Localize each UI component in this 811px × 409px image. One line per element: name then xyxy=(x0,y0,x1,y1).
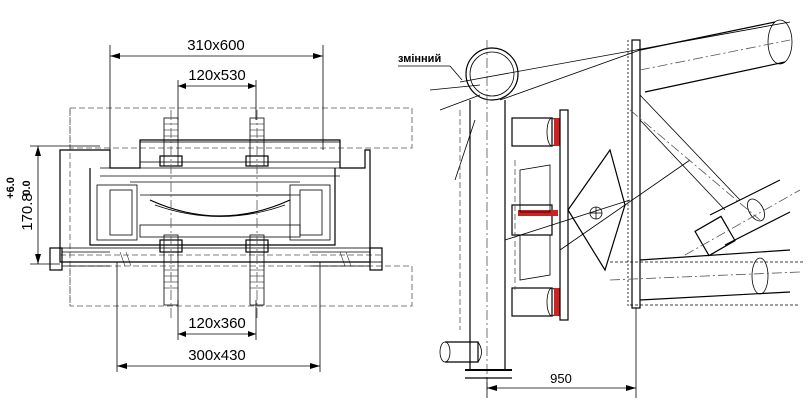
right-view-support-structure: змінний xyxy=(398,19,805,398)
dim-vertical-tol-upper: +6.0 xyxy=(5,177,17,199)
side-bolts xyxy=(49,247,383,271)
bottom-pipe-stub xyxy=(445,341,479,363)
replaceable-pipe xyxy=(465,47,519,101)
dim-top-inner: 120x530 xyxy=(188,67,246,84)
top-plate xyxy=(139,141,341,163)
spherical-bearing xyxy=(149,199,291,217)
gusset-plate xyxy=(567,148,626,272)
right-block xyxy=(289,184,331,241)
diagonal-brace xyxy=(639,94,741,211)
bearing-housing xyxy=(59,139,371,263)
callout-label: змінний xyxy=(398,53,441,65)
vertical-column xyxy=(469,100,506,370)
lower-pipe xyxy=(639,249,791,301)
left-block xyxy=(96,184,138,241)
dim-vertical-tol-lower: 0.0 xyxy=(21,180,33,195)
dim-bottom-outer: 300x430 xyxy=(188,347,246,364)
weld-marks xyxy=(518,118,560,316)
pipe-connectors xyxy=(511,117,558,317)
dim-top-outer: 310x600 xyxy=(187,37,245,54)
lower-beam-outline xyxy=(69,265,413,307)
inclined-pipe xyxy=(709,179,791,246)
left-view-bearing-assembly: 310x600 120x530 120x360 300x430 170.8 xyxy=(5,37,413,372)
dim-bottom-inner: 120x360 xyxy=(188,315,246,332)
main-column xyxy=(631,39,641,309)
dim-vertical: 170.8 xyxy=(19,193,36,231)
upper-pipe xyxy=(639,21,786,93)
dim-bottom-right: 950 xyxy=(550,371,572,386)
base-plate xyxy=(559,109,569,321)
